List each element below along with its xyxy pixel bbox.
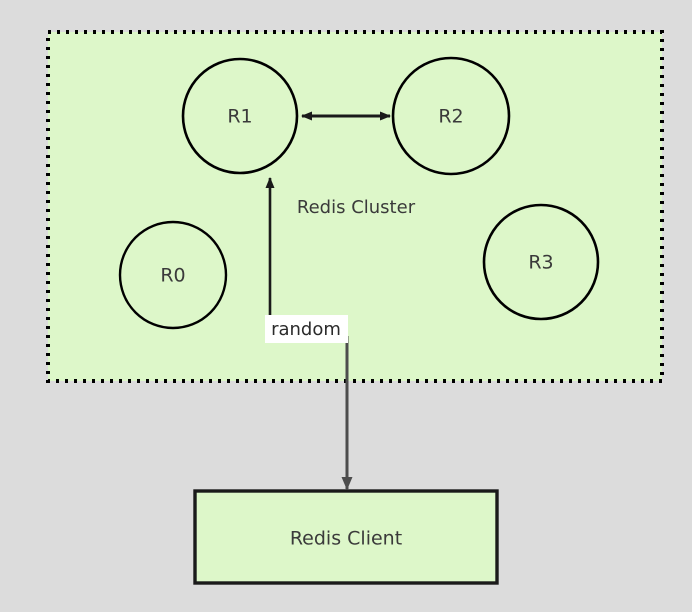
node-r2-label: R2 [438, 106, 463, 128]
node-r1-circle [181, 57, 299, 175]
redis-client-box-rect [193, 489, 499, 585]
node-r3[interactable]: R3 [482, 203, 600, 321]
edge-label-random-background [265, 315, 348, 343]
node-r0[interactable]: R0 [118, 220, 228, 330]
node-r1[interactable]: R1 [181, 57, 299, 175]
cluster-dotted-border [46, 30, 664, 383]
node-r2-circle [391, 56, 511, 176]
node-r3-circle [482, 203, 600, 321]
redis-client-box-label: Redis Client [290, 528, 402, 550]
node-r3-label: R3 [528, 252, 553, 274]
redis-client-box[interactable]: Redis Client [193, 489, 499, 585]
edge-label-random[interactable]: random [265, 315, 348, 343]
node-r0-label: R0 [160, 265, 185, 287]
cluster-caption: Redis Cluster [297, 197, 416, 218]
node-r0-circle [118, 220, 228, 330]
edge-label-random-text: random [271, 319, 341, 340]
node-r2[interactable]: R2 [391, 56, 511, 176]
node-r1-label: R1 [227, 106, 252, 128]
